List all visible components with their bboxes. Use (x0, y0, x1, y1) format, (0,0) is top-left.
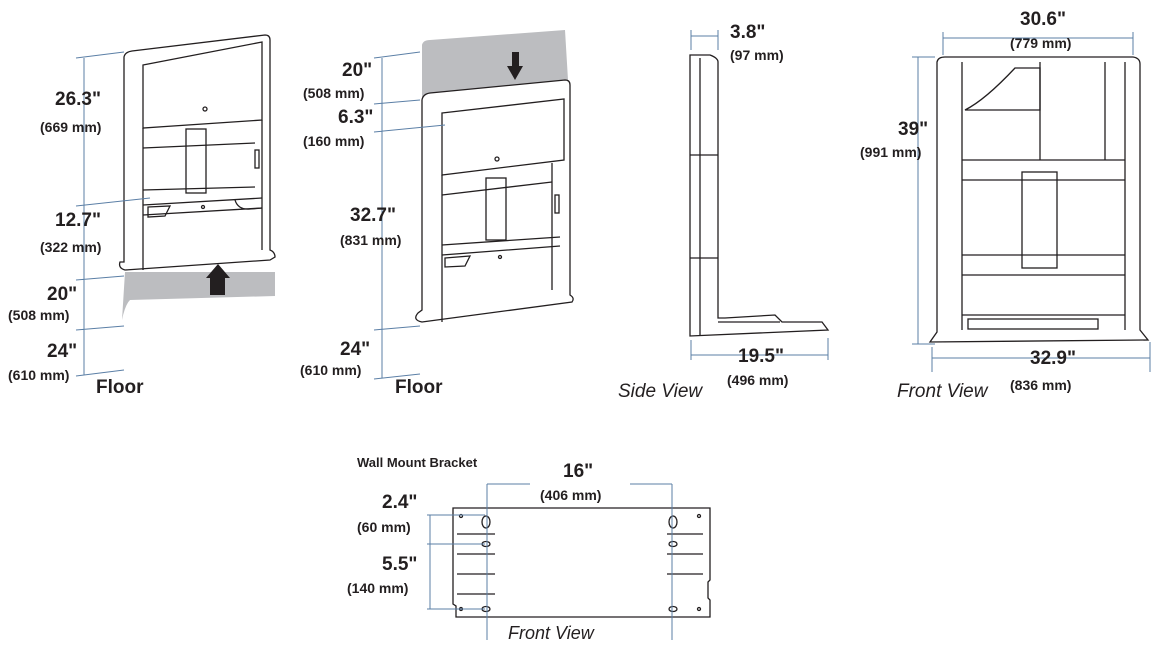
dim-floor-clearance-lowered: 24" (47, 341, 78, 362)
floor-label-lowered: Floor (96, 377, 144, 398)
dim-keyboard-to-worksurface: 12.7" (55, 210, 101, 231)
dim-floor-clearance-lowered-mm: (610 mm) (8, 367, 70, 383)
dim-floor-clearance-raised: 24" (340, 339, 371, 360)
up-arrow-icon (206, 264, 230, 295)
bracket-front-view-caption: Front View (508, 623, 594, 643)
dim-depth-base-mm: (496 mm) (727, 372, 789, 388)
bracket-title: Wall Mount Bracket (357, 455, 478, 470)
dim-bracket-width-mm: (406 mm) (540, 487, 602, 503)
workstation-lowered-drawing (118, 34, 276, 320)
dim-bracket-top-offset: 2.4" (382, 492, 418, 513)
wall-mount-bracket-drawing (452, 507, 711, 618)
ceiling-shade (422, 30, 568, 100)
dim-overall-height-mm: (991 mm) (860, 144, 922, 160)
dim-width-base-mm: (836 mm) (1010, 377, 1072, 393)
dim-keyboard-to-worksurface-mm: (322 mm) (40, 239, 102, 255)
dim-bracket-width: 16" (563, 461, 594, 482)
dim-screen-offset: 6.3" (338, 107, 374, 128)
dim-screen-offset-mm: (160 mm) (303, 133, 365, 149)
workstation-raised-drawing (415, 30, 574, 323)
dim-bracket-hole-spacing-mm: (140 mm) (347, 580, 409, 596)
front-view-drawing (928, 56, 1150, 343)
side-view-drawing (689, 54, 830, 337)
dim-depth-base: 19.5" (738, 346, 784, 367)
dim-overall-height: 39" (898, 119, 929, 140)
floor-shade (122, 272, 275, 320)
dim-height-display-lowered: 26.3" (55, 89, 101, 110)
dim-floor-clearance-raised-mm: (610 mm) (300, 362, 362, 378)
dim-travel-lowered: 20" (47, 284, 78, 305)
dim-travel-lowered-mm: (508 mm) (8, 307, 70, 323)
dim-width-base: 32.9" (1030, 348, 1076, 369)
dim-height-display-lowered-mm: (669 mm) (40, 119, 102, 135)
down-arrow-icon (507, 52, 523, 80)
floor-label-raised: Floor (395, 377, 443, 398)
dim-depth-top: 3.8" (730, 22, 766, 43)
front-view-caption: Front View (897, 381, 988, 402)
dim-width-top-mm: (779 mm) (1010, 35, 1072, 51)
dimension-lines (75, 30, 1151, 640)
dim-height-raised-mm: (831 mm) (340, 232, 402, 248)
dim-travel-raised: 20" (342, 60, 373, 81)
side-view-caption: Side View (618, 381, 703, 402)
dim-width-top: 30.6" (1020, 9, 1066, 30)
dim-bracket-hole-spacing: 5.5" (382, 554, 418, 575)
dim-travel-raised-mm: (508 mm) (303, 85, 365, 101)
dim-height-raised: 32.7" (350, 205, 396, 226)
dim-bracket-top-offset-mm: (60 mm) (357, 519, 411, 535)
dim-depth-top-mm: (97 mm) (730, 47, 784, 63)
